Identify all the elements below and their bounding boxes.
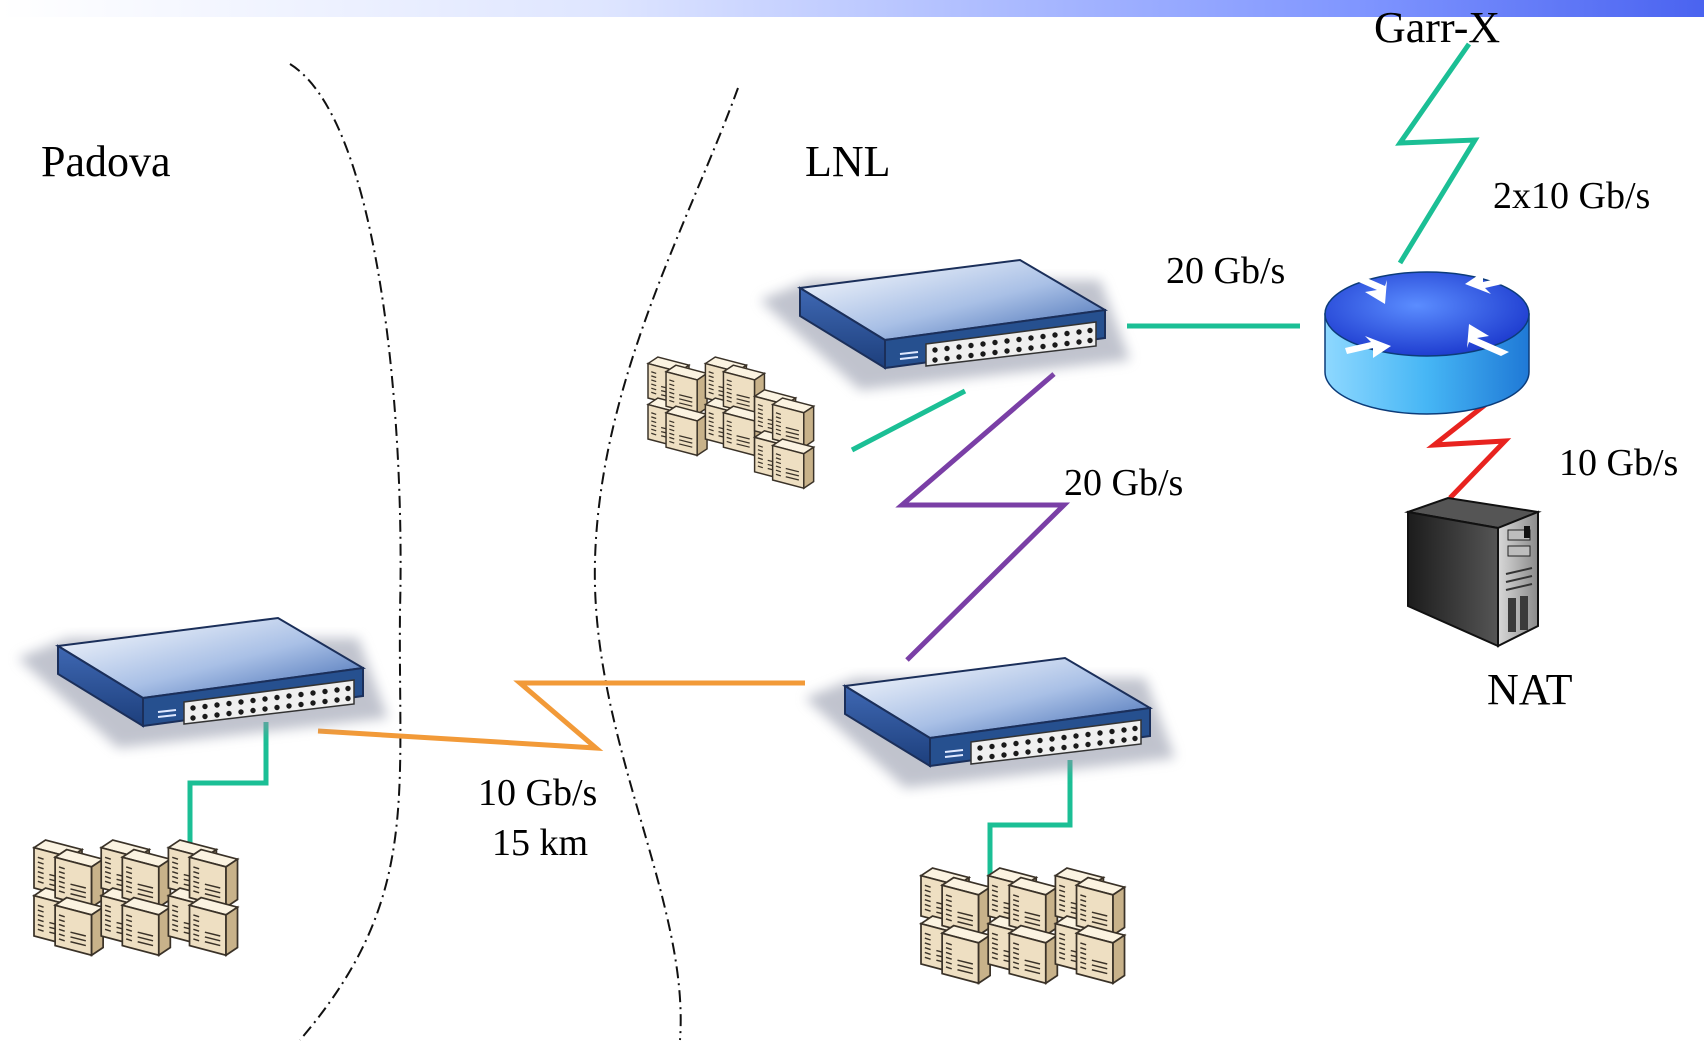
nat-link-speed-label: 10 Gb/s xyxy=(1559,442,1679,484)
lnl-server-link-top xyxy=(850,388,967,453)
lnl-server-link-bottom xyxy=(987,760,1073,890)
nat-label: NAT xyxy=(1487,665,1573,714)
router-link-speed-label: 20 Gb/s xyxy=(1166,250,1286,292)
nat-link xyxy=(1426,388,1512,500)
padova-boundary xyxy=(289,63,402,1041)
padova-link-distance-label: 15 km xyxy=(492,822,589,864)
uplink-garr xyxy=(1395,42,1480,265)
region-label-lnl: LNL xyxy=(805,137,891,186)
padova-switch xyxy=(18,618,388,748)
title-bar xyxy=(0,0,1704,17)
lnl-core-switch xyxy=(760,260,1130,390)
padova-link xyxy=(317,680,805,751)
router-arrows-icon xyxy=(1345,272,1511,358)
inter-switch-link xyxy=(895,372,1071,662)
lnl-server-cluster-bottom xyxy=(921,868,1125,983)
router xyxy=(1324,271,1530,415)
padova-server-link xyxy=(187,722,269,850)
region-label-padova: Padova xyxy=(41,137,171,186)
lnl-boundary xyxy=(593,87,739,1041)
garr-label: Garr-X xyxy=(1374,3,1501,52)
uplink-speed-label: 2x10 Gb/s xyxy=(1493,175,1651,217)
nat-tower-pc xyxy=(1404,496,1542,648)
inter-switch-speed-label: 20 Gb/s xyxy=(1064,462,1184,504)
padova-link-speed-label: 10 Gb/s xyxy=(478,772,598,814)
lnl-server-cluster-top xyxy=(648,357,814,488)
padova-server-cluster xyxy=(34,840,238,955)
lnl-edge-switch xyxy=(805,658,1175,788)
